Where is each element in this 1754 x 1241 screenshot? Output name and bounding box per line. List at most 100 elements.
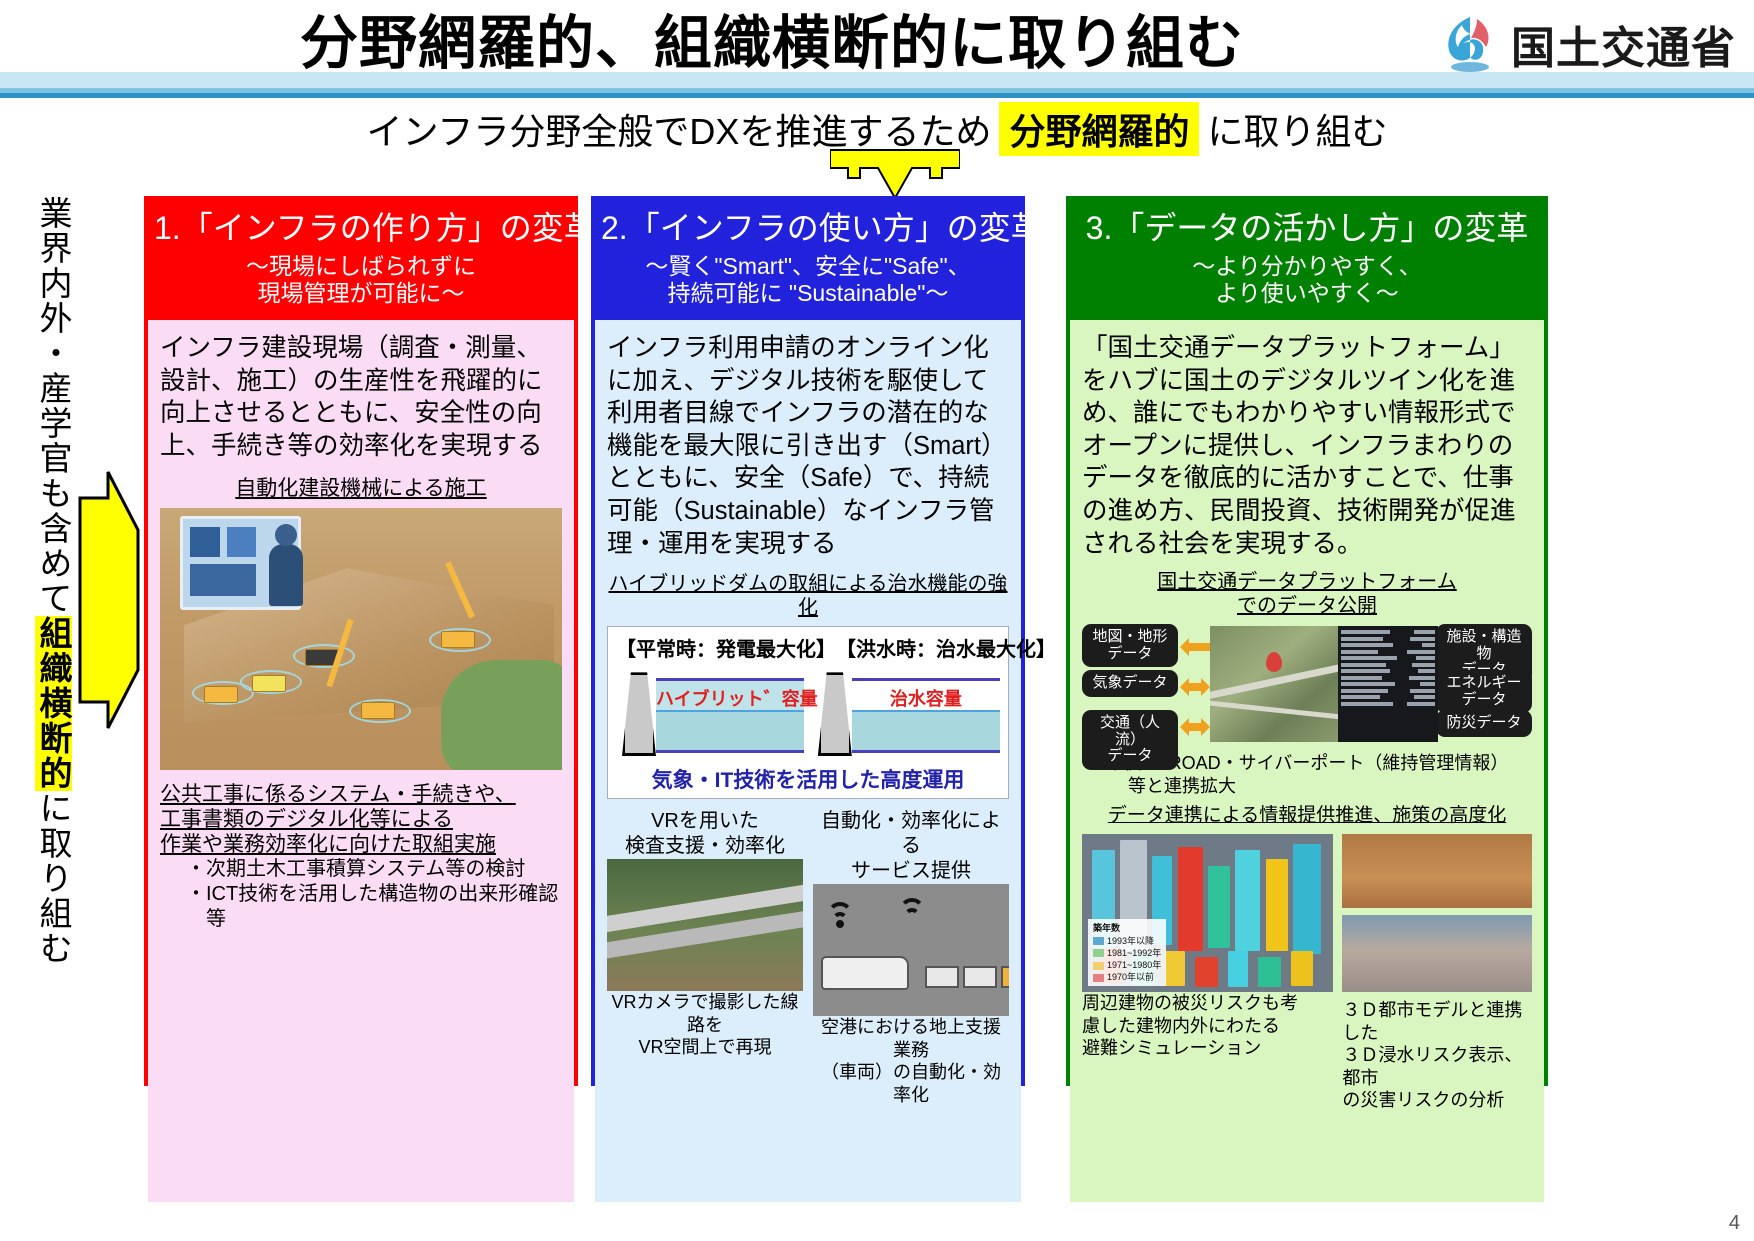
col3-subheading-line1: 〜より分かりやすく、	[1192, 252, 1422, 279]
legend-item: 1993年以降	[1107, 935, 1155, 946]
col1-lead-text: インフラ建設現場（調査・測量、設計、施工）の生産性を飛躍的に向上させるとともに、…	[160, 333, 543, 460]
col2-pic1-cap-1: VRカメラで撮影した線路を	[611, 992, 799, 1035]
mlit-logo: 国土交通省	[1441, 12, 1736, 76]
legend-item: 1981~1992年	[1107, 947, 1162, 958]
col3-body: 「国土交通データプラットフォーム」をハブに国土のデジタルツイン化を進め、誰にでも…	[1070, 319, 1544, 1202]
legend-item: 1971~1980年	[1107, 959, 1162, 970]
col3-pic-3d-city: 築年数 1993年以降 1981~1992年 1971~1980年 1970年以…	[1082, 834, 1334, 1112]
mlit-logo-text: 国土交通省	[1511, 24, 1736, 73]
col2-body: インフラ利用申請のオンライン化に加え、デジタル技術を駆使して利用者目線でインフラ…	[595, 319, 1056, 1202]
col2-pic2-cap-2: （車両）の自動化・効率化	[821, 1062, 1001, 1105]
col1-bullet-1: ・次期土木工事積算システム等の検討	[186, 858, 526, 881]
left-vertical-before: 業界内外・産学官も含めて	[35, 196, 72, 616]
left-vertical-after: に取り組む	[35, 791, 72, 966]
col2-pic2-title-2: サービス提供	[851, 860, 971, 883]
page-number: 4	[1728, 1212, 1740, 1234]
col2-pic-vr: VRを用いた 検査支援・効率化 VRカメラで撮影した線路を VR空間上で再現	[607, 809, 803, 1106]
col3-header: 3.「データの活かし方」の変革 〜より分かりやすく、 より使いやすく〜	[1070, 200, 1544, 320]
tag-weather-data: 気象データ	[1082, 670, 1178, 697]
automated-construction-machinery-illustration	[160, 507, 562, 770]
dam-footer-text: 気象・IT技術を活用した高度運用	[651, 769, 965, 793]
column-infrastructure-creation: 1.「インフラの作り方」の変革 〜現場にしばられずに 現場管理が可能に〜 インフ…	[144, 196, 596, 1202]
header-band-dark	[0, 93, 1754, 98]
col2-subheading-line1: 〜賢く"Smart"、安全に"Safe"、	[645, 252, 971, 279]
tag-traffic-flow-data: 交通（人流） データ	[1082, 710, 1178, 770]
wifi-icon	[899, 894, 929, 924]
subtitle-highlight: 分野網羅的	[999, 102, 1200, 156]
col3-pic1-cap-1: 周辺建物の被災リスクも考	[1082, 993, 1298, 1014]
col1-bottom-line-3: 作業や業務効率化に向けた取組実施	[160, 833, 496, 857]
col2-header: 2.「インフラの使い方」の変革 〜賢く"Smart"、安全に"Safe"、 持続…	[595, 200, 1043, 320]
col1-body: インフラ建設現場（調査・測量、設計、施工）の生産性を飛躍的に向上させるとともに、…	[148, 319, 574, 1202]
header-band-light	[0, 72, 1754, 90]
col3-pic1-cap-2: 慮した建物内外にわたる	[1082, 1015, 1280, 1036]
column-infrastructure-usage: 2.「インフラの使い方」の変革 〜賢く"Smart"、安全に"Safe"、 持続…	[591, 196, 1056, 1202]
subtitle-before: インフラ分野全般でDXを推進するため	[366, 111, 992, 152]
col3-pic2-cap-2: ３Ｄ浸水リスク表示、都市	[1342, 1045, 1523, 1088]
page-title: 分野網羅的、組織横断的に取り組む	[300, 11, 1245, 76]
col2-pic1-title-1: VRを用いた	[651, 810, 759, 833]
dam-right-head: 【洪水時：治水最大化】	[836, 639, 1056, 662]
col1-heading: 1.「インフラの作り方」の変革	[154, 210, 596, 246]
dam-flood-operation: 治水容量	[812, 666, 1000, 758]
orange-arrow-icon	[1180, 718, 1210, 737]
tag-map-terrain-data: 地図・地形 データ	[1082, 624, 1178, 668]
orange-arrow-icon	[1180, 638, 1210, 657]
platform-note-line2: 等と連携拡大	[1128, 775, 1236, 796]
right-arrow-icon	[78, 470, 140, 730]
left-vertical-text: 業界内外・産学官も含めて組織横断的に取り組む	[8, 196, 72, 1096]
subtitle-row: インフラ分野全般でDXを推進するため 分野網羅的 に取り組む	[0, 102, 1754, 156]
column-data-utilization: 3.「データの活かし方」の変革 〜より分かりやすく、 より使いやすく〜 「国土交…	[1066, 196, 1548, 1202]
subtitle-after: に取り組む	[1207, 111, 1388, 152]
col1-bullet-2: ・ICT技術を活用した構造物の出来形確認	[186, 883, 559, 906]
dam-wall-icon	[817, 672, 852, 757]
tag-disaster-prevention-data: 防災データ	[1436, 710, 1532, 737]
col1-subheading-line1: 〜現場にしばられずに	[246, 252, 476, 279]
col2-pic1-title-2: 検査支援・効率化	[625, 835, 785, 858]
col2-subheading-line2: 持続可能に "Sustainable"〜	[667, 280, 949, 307]
col1-bottom-line-1: 公共工事に係るシステム・手続きや、	[160, 782, 516, 806]
tag-label: 地図・地形 データ	[1092, 628, 1168, 662]
col2-pic-airport: 自動化・効率化による サービス提供	[813, 809, 1009, 1106]
col3-pic1-cap-3: 避難シミュレーション	[1082, 1038, 1262, 1059]
terrain-risk-aerial-photo	[1342, 915, 1532, 993]
col3-subheading-line2: より使いやすく〜	[1215, 280, 1399, 307]
platform-caption-line1: 国土交通データプラットフォーム	[1157, 571, 1457, 594]
tag-label: 交通（人流） データ	[1099, 714, 1160, 765]
dam-normal-operation: ハイブリット゛容量	[616, 666, 818, 758]
vr-railway-inspection-photo	[607, 859, 803, 992]
dam-wall-icon	[622, 672, 656, 757]
data-platform-diagram: 地図・地形 データ 気象データ 交通（人流） データ 施設・構造物 データ エネ…	[1082, 622, 1532, 770]
col3-lead-text: 「国土交通データプラットフォーム」をハブに国土のデジタルツイン化を進め、誰にでも…	[1082, 333, 1516, 558]
tag-energy-data: エネルギー データ	[1436, 670, 1532, 714]
mlit-logo-icon	[1441, 13, 1499, 75]
hybrid-dam-figure: 【平常時：発電最大化】 【洪水時：治水最大化】 ハイブリット゛容量	[607, 626, 1056, 800]
wifi-icon	[827, 898, 857, 929]
platform-note-line1: 今後、xROAD・サイバーポート（維持管理情報）	[1105, 753, 1509, 774]
col2-heading: 2.「インフラの使い方」の変革	[601, 210, 1043, 246]
col1-bottom-line-2: 工事書類のデジタル化等による	[160, 807, 453, 831]
3d-city-model-risk-visualization: 築年数 1993年以降 1981~1992年 1971~1980年 1970年以…	[1082, 834, 1334, 993]
col2-pic2-cap-1: 空港における地上支援業務	[821, 1017, 1001, 1060]
dam-left-label: ハイブリット゛容量	[656, 689, 818, 710]
legend-building-age: 築年数 1993年以降 1981~1992年 1971~1980年 1970年以…	[1088, 919, 1167, 987]
dam-left-head: 【平常時：発電最大化】	[616, 639, 836, 662]
platform-caption-line2: でのデータ公開	[1237, 595, 1377, 618]
legend-item: 1970年以前	[1107, 972, 1155, 983]
col2-lead-text: インフラ利用申請のオンライン化に加え、デジタル技術を駆使して利用者目線でインフラ…	[607, 333, 1007, 558]
col1-subheading-line2: 現場管理が可能に〜	[257, 280, 465, 307]
dam-right-label: 治水容量	[889, 689, 962, 710]
flood-risk-aerial-photos	[1342, 834, 1532, 909]
col3-pic2-cap-1: ３Ｄ都市モデルと連携した	[1342, 1000, 1523, 1043]
legend-title: 築年数	[1093, 923, 1121, 934]
col3-pic2-cap-3: の災害リスクの分析	[1342, 1090, 1505, 1111]
col2-pic2-title-1: 自動化・効率化による	[821, 810, 1001, 858]
orange-arrow-icon	[1180, 678, 1210, 697]
col1-header: 1.「インフラの作り方」の変革 〜現場にしばられずに 現場管理が可能に〜	[148, 200, 596, 320]
down-arrow-icon	[829, 148, 961, 201]
hybrid-dam-caption: ハイブリッドダムの取組による治水機能の強化	[608, 573, 1008, 620]
col2-pic1-cap-2: VR空間上で再現	[638, 1037, 772, 1058]
col3-heading: 3.「データの活かし方」の変革	[1085, 210, 1529, 246]
col3-pic-flood-risk: ３Ｄ都市モデルと連携した ３Ｄ浸水リスク表示、都市 の災害リスクの分析	[1342, 834, 1532, 1112]
col3-section2-caption: データ連携による情報提供推進、施策の高度化	[1107, 805, 1507, 827]
